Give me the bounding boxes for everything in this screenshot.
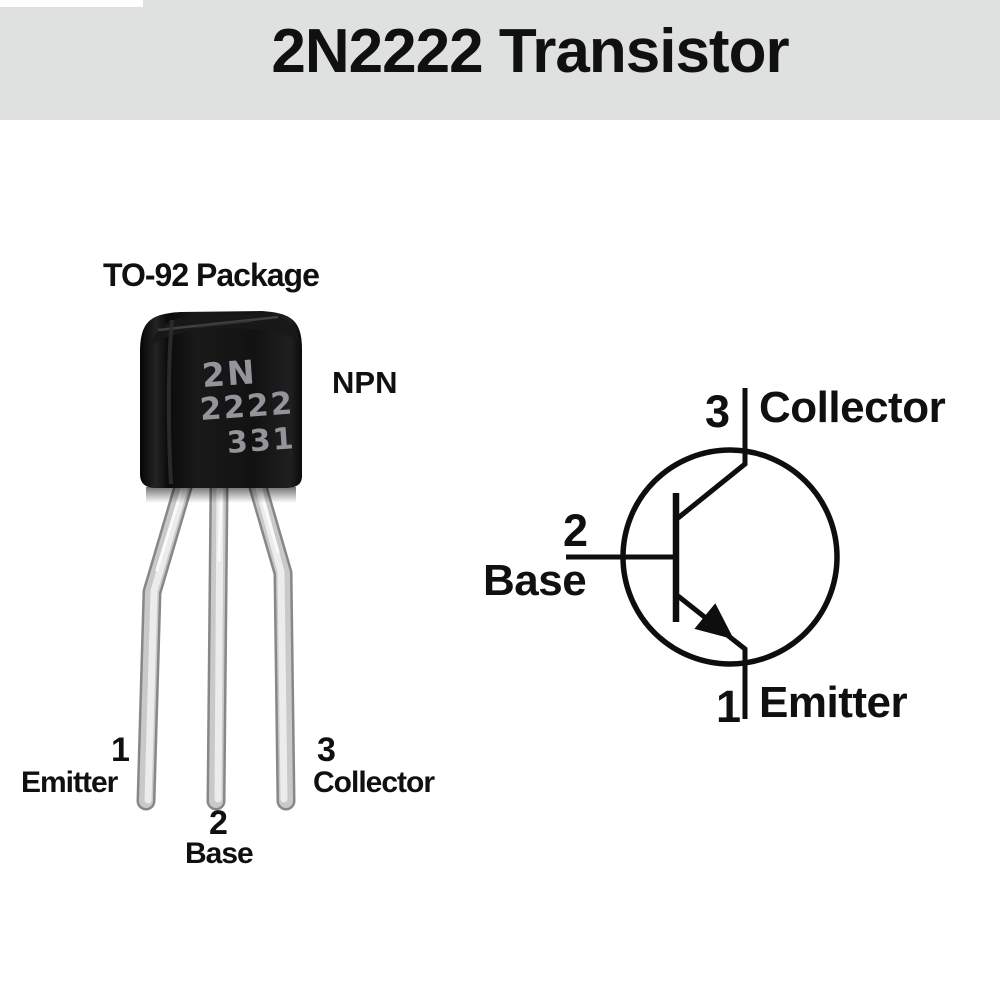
schematic-emitter-name: Emitter bbox=[759, 678, 908, 727]
lead-emitter bbox=[136, 477, 193, 811]
transistor-type-label: NPN bbox=[332, 365, 398, 400]
package-leads bbox=[136, 477, 296, 811]
package-marking-line3: 331 bbox=[225, 421, 297, 461]
lead-root-shadow bbox=[146, 487, 296, 503]
lead-collector bbox=[248, 477, 296, 811]
pin1-number: 1 bbox=[111, 731, 130, 769]
page-title: 2N2222 Transistor bbox=[271, 17, 789, 86]
symbol-emitter-lead bbox=[676, 594, 748, 719]
pin3-number: 3 bbox=[317, 731, 336, 769]
title-banner bbox=[0, 0, 1000, 120]
schematic-collector-number: 3 bbox=[705, 386, 731, 437]
pin1-name: Emitter bbox=[21, 766, 118, 799]
npn-symbol bbox=[566, 388, 840, 719]
symbol-collector-lead bbox=[676, 388, 748, 520]
schematic-base-name: Base bbox=[483, 556, 587, 605]
schematic-collector-name: Collector bbox=[759, 383, 946, 432]
lead-base bbox=[206, 478, 229, 811]
emitter-arrowhead bbox=[694, 603, 734, 640]
pin2-number: 2 bbox=[209, 804, 228, 842]
banner-top-notch bbox=[0, 0, 143, 7]
to92-package-body bbox=[140, 311, 302, 488]
schematic-emitter-number: 1 bbox=[716, 681, 742, 732]
package-caption: TO-92 Package bbox=[103, 257, 320, 293]
pin3-name: Collector bbox=[313, 766, 435, 799]
schematic-base-number: 2 bbox=[563, 505, 589, 556]
package-marking-line2: 2222 bbox=[198, 385, 296, 428]
pin2-name: Base bbox=[185, 837, 254, 870]
package-marking-line1: 2N bbox=[200, 352, 258, 395]
